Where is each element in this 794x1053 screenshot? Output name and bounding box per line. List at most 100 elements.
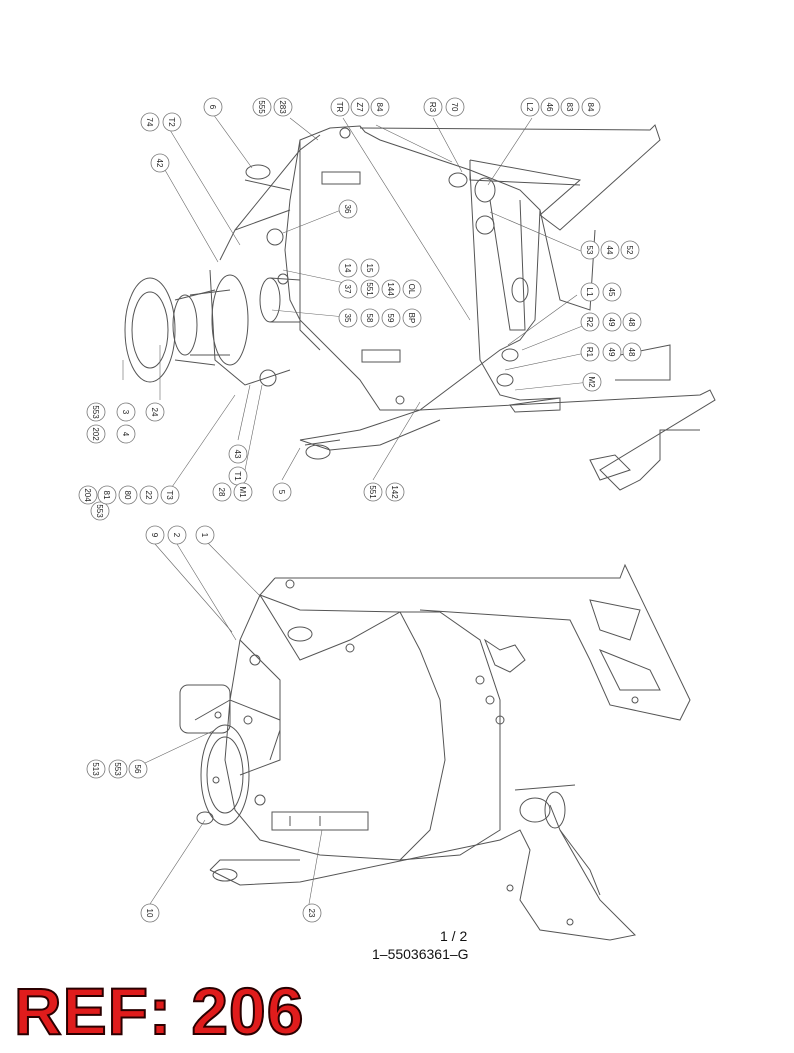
callout-43 <box>228 444 248 464</box>
callout-2 <box>167 525 187 545</box>
callout-label: TR <box>335 102 344 113</box>
callout-label: 15 <box>365 264 374 273</box>
callout-48b <box>622 342 642 362</box>
callout-44 <box>600 240 620 260</box>
callout-45 <box>602 282 622 302</box>
callout-59 <box>381 308 401 328</box>
callout-label: 45 <box>607 288 616 297</box>
callout-label: 84 <box>586 103 595 112</box>
callout-label: 9 <box>150 533 159 538</box>
callout-label: OL <box>407 284 416 295</box>
callout-label: 5 <box>277 490 286 495</box>
callout-3 <box>116 402 136 422</box>
callout-r1 <box>580 342 600 362</box>
callout-551b <box>363 482 383 502</box>
callout-label: 48 <box>627 318 636 327</box>
callout-label: 513 <box>91 762 100 776</box>
callout-label: R3 <box>428 102 437 113</box>
callout-49b <box>602 342 622 362</box>
callout-46 <box>540 97 560 117</box>
callout-553b <box>90 501 110 521</box>
callout-l2 <box>520 97 540 117</box>
bottom-assembly-linework <box>179 563 691 941</box>
callout-37 <box>338 279 358 299</box>
callout-tr <box>330 97 350 117</box>
callout-label: 49 <box>607 318 616 327</box>
callout-23 <box>302 903 322 923</box>
callout-label: 49 <box>607 348 616 357</box>
callout-label: 10 <box>145 909 154 918</box>
callout-84a <box>370 97 390 117</box>
callout-49a <box>602 312 622 332</box>
callout-r3 <box>423 97 443 117</box>
callout-513 <box>86 759 106 779</box>
callout-label: 46 <box>545 103 554 112</box>
callout-10 <box>140 903 160 923</box>
callout-label: 53 <box>585 246 594 255</box>
callout-28 <box>212 482 232 502</box>
callout-label: 52 <box>625 246 634 255</box>
callout-202 <box>86 424 106 444</box>
callout-label: 551 <box>365 282 374 296</box>
callout-36 <box>338 199 358 219</box>
callout-label: 59 <box>386 314 395 323</box>
callout-56 <box>128 759 148 779</box>
callout-label: 23 <box>307 909 316 918</box>
callout-14 <box>338 258 358 278</box>
callout-label: 42 <box>155 159 164 168</box>
callout-label: 22 <box>144 491 153 500</box>
callout-204 <box>78 485 98 505</box>
callout-label: 58 <box>365 314 374 323</box>
callout-label: 56 <box>133 765 142 774</box>
callout-bp <box>402 308 422 328</box>
callout-ol <box>402 279 422 299</box>
callout-551a <box>360 279 380 299</box>
callout-label: 6 <box>208 105 217 110</box>
callout-5 <box>272 482 292 502</box>
callout-4 <box>116 424 136 444</box>
callout-553c <box>108 759 128 779</box>
callout-35 <box>338 308 358 328</box>
callout-142 <box>385 482 405 502</box>
callout-label: 204 <box>83 488 92 502</box>
callout-label: 2 <box>172 533 181 538</box>
callout-label: 4 <box>121 432 130 437</box>
callout-label: R1 <box>585 347 594 358</box>
callout-label: 1 <box>200 533 209 538</box>
callout-t2 <box>162 112 182 132</box>
callout-58 <box>360 308 380 328</box>
callout-15 <box>360 258 380 278</box>
callout-label: 44 <box>605 246 614 255</box>
callout-9 <box>145 525 165 545</box>
page-number: 1 / 2 <box>440 928 468 944</box>
callout-label: 28 <box>217 488 226 497</box>
callout-label: 81 <box>102 491 111 500</box>
callout-6 <box>203 97 223 117</box>
callout-48a <box>622 312 642 332</box>
callout-label: T3 <box>165 490 174 500</box>
callout-label: Z7 <box>355 102 364 112</box>
callout-70 <box>445 97 465 117</box>
callout-label: 37 <box>343 285 352 294</box>
callout-1 <box>195 525 215 545</box>
callout-84b <box>581 97 601 117</box>
callout-t3 <box>160 485 180 505</box>
callout-83 <box>560 97 580 117</box>
callout-24 <box>145 402 165 422</box>
callout-42 <box>150 153 170 173</box>
callout-label: 555 <box>257 100 266 114</box>
callout-label: 48 <box>627 348 636 357</box>
callout-label: 144 <box>386 282 395 296</box>
callout-283 <box>273 97 293 117</box>
callout-label: 142 <box>390 485 399 499</box>
callout-label: M1 <box>238 486 247 498</box>
callout-label: 43 <box>233 450 242 459</box>
callout-label: 74 <box>145 118 154 127</box>
callout-r2 <box>580 312 600 332</box>
callout-label: 35 <box>343 314 352 323</box>
callout-label: T1 <box>233 471 242 481</box>
callout-m1 <box>233 482 253 502</box>
callout-label: 551 <box>368 485 377 499</box>
